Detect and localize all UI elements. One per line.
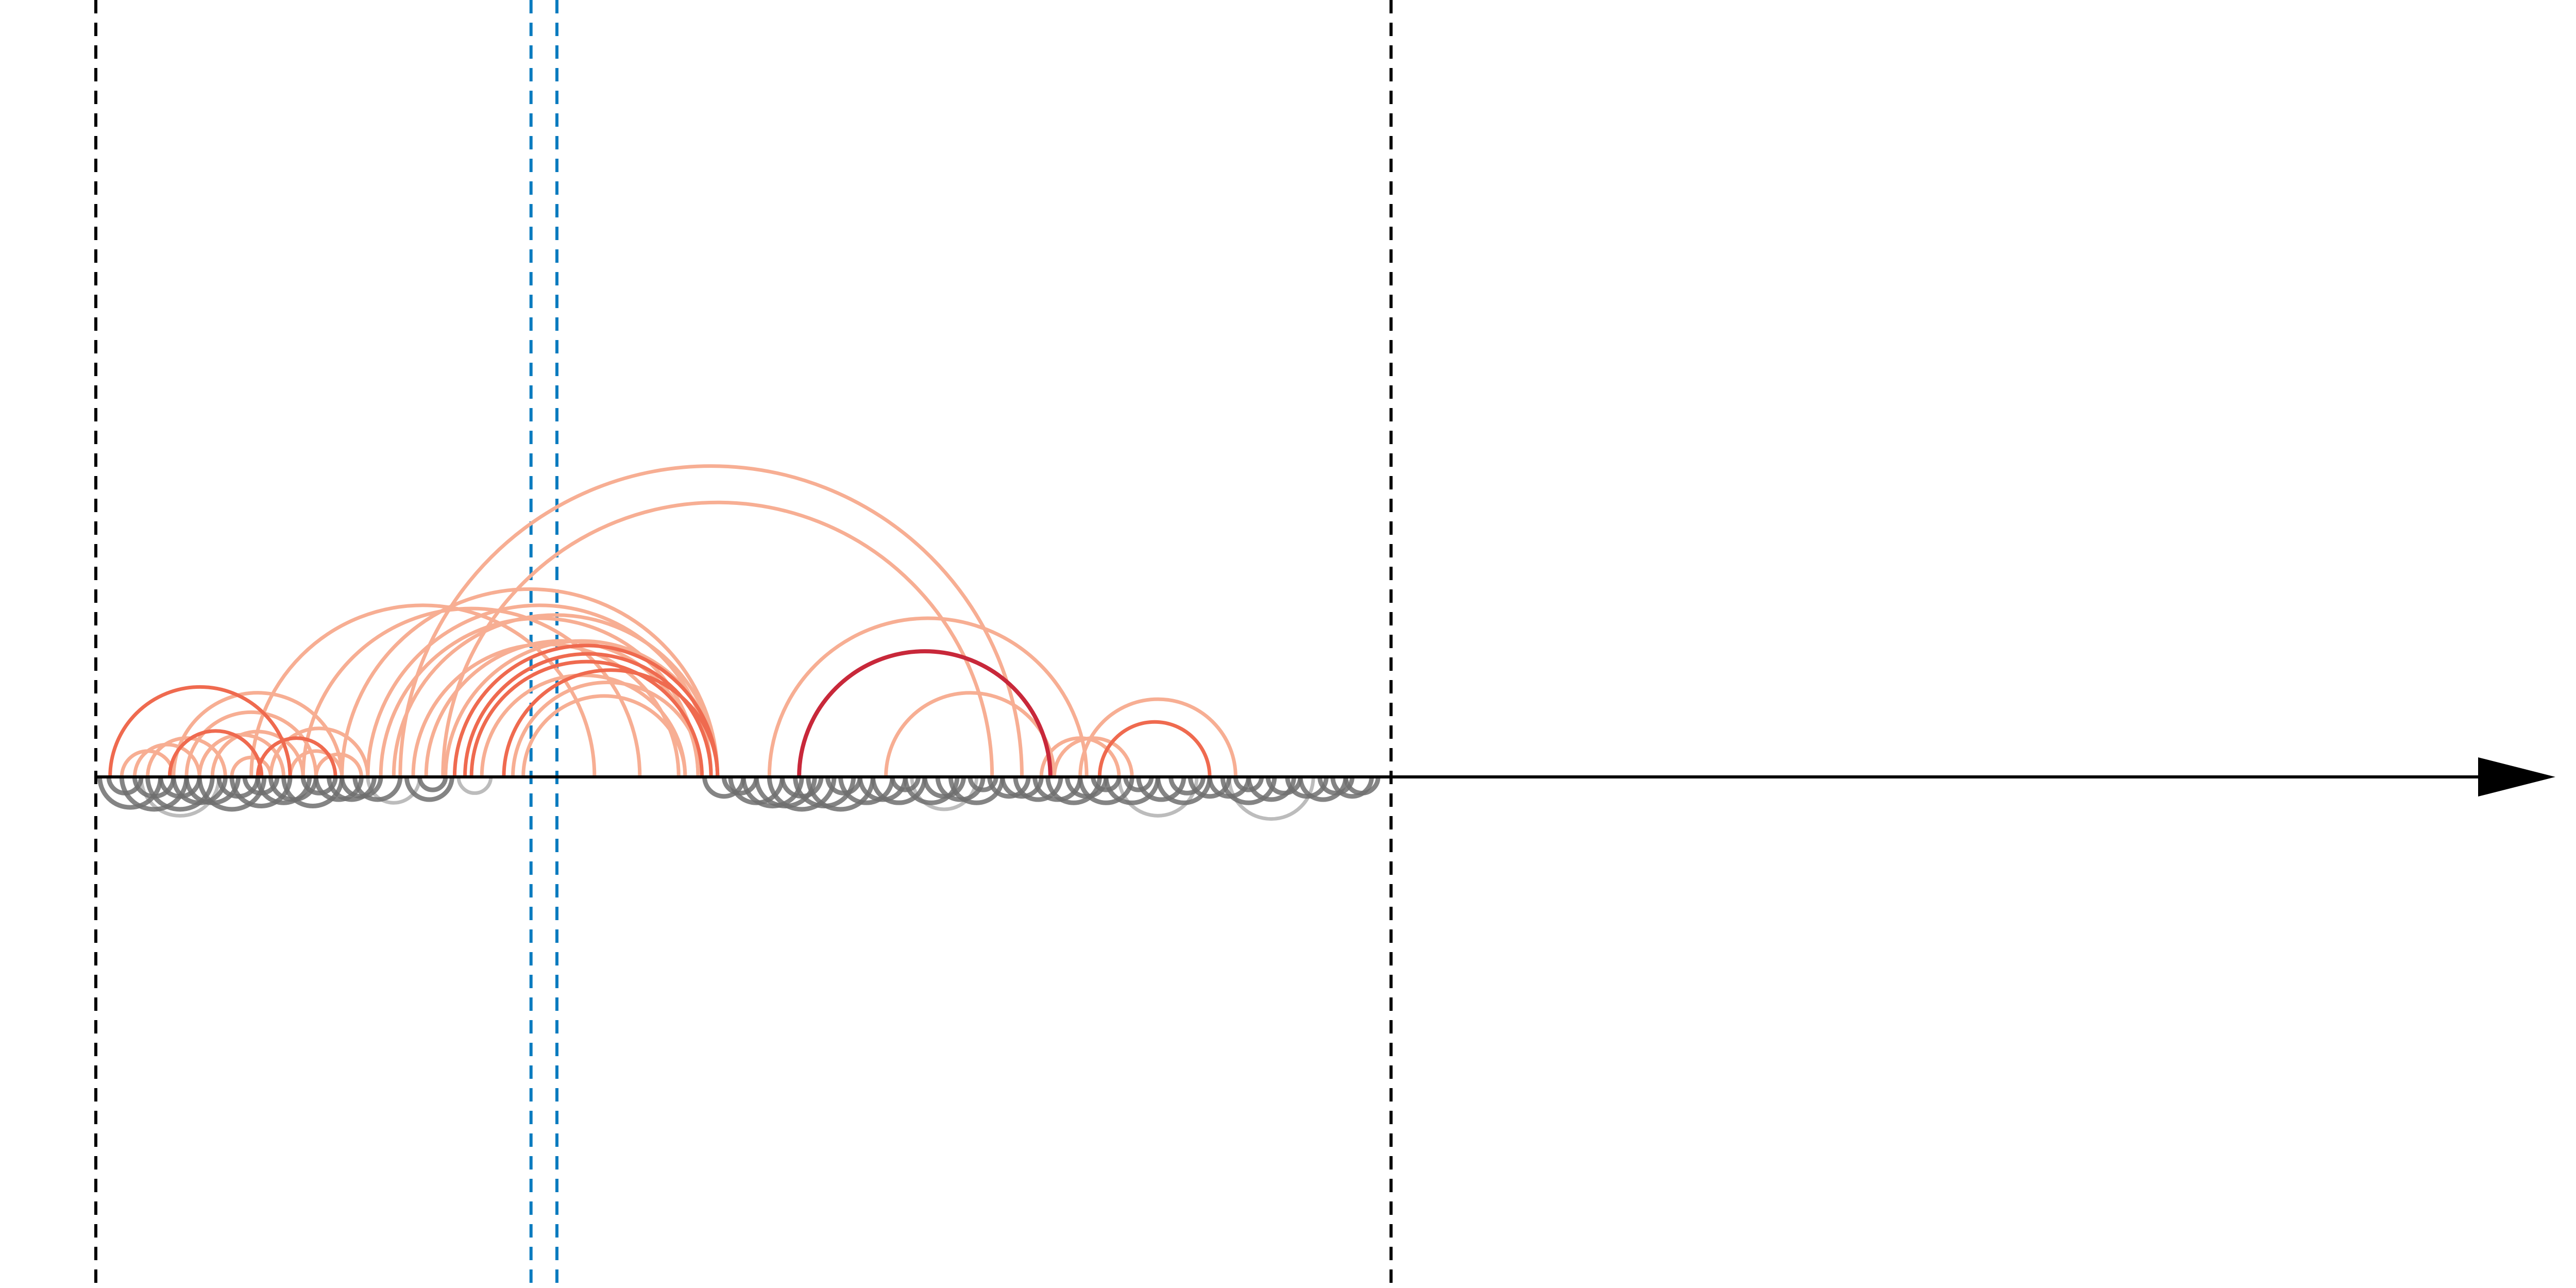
above-arcs (108, 464, 1238, 777)
above-arc-3 (146, 736, 227, 777)
below-arc-15 (300, 776, 338, 795)
above-arc-29 (502, 668, 720, 777)
below-arc-39 (948, 776, 1005, 805)
above-arc-36 (1078, 697, 1238, 777)
below-arc-40 (968, 776, 998, 792)
below-arc-22 (702, 776, 746, 799)
above-arc-25 (452, 643, 720, 777)
above-arc-24 (441, 500, 994, 777)
above-arc-10 (256, 736, 337, 777)
timeline-axis (96, 757, 2555, 796)
above-arc-14 (249, 603, 597, 777)
above-arc-6 (184, 710, 318, 777)
above-arc-33 (767, 616, 1089, 777)
above-arc-12 (268, 726, 370, 777)
below-arc-19 (352, 776, 403, 802)
below-arc-0 (97, 776, 163, 810)
below-arc-34 (870, 776, 927, 805)
above-arc-32 (797, 649, 1053, 777)
above-arc-5 (172, 691, 344, 777)
below-arc-light-0 (456, 776, 493, 795)
below-arc-63 (1330, 776, 1374, 799)
below-arc-17 (327, 776, 377, 802)
below-arc-49 (1104, 776, 1160, 805)
above-arc-30 (511, 681, 704, 777)
below-arc-62 (1317, 776, 1355, 795)
below-arc-35 (890, 776, 921, 792)
below-arc-37 (922, 776, 966, 799)
below-arc-50 (1123, 776, 1154, 792)
below-arc-61 (1298, 776, 1348, 802)
below-arc-27 (767, 776, 837, 812)
below-arc-14 (281, 776, 345, 808)
above-arc-11 (288, 749, 344, 777)
above-arc-0 (108, 685, 292, 777)
below-arc-30 (806, 776, 875, 812)
below-arc-21 (417, 776, 448, 792)
above-arc-19 (392, 613, 720, 777)
below-arc-64 (1343, 776, 1381, 795)
below-arc-59 (1265, 776, 1303, 795)
below-arcs (97, 776, 1381, 821)
above-arc-38 (1052, 736, 1134, 777)
above-arc-35 (1039, 736, 1121, 777)
below-arc-20 (404, 776, 454, 802)
above-arc-31 (521, 694, 687, 777)
axis-arrowhead (2478, 757, 2555, 796)
below-arc-42 (1000, 776, 1044, 799)
below-arc-2 (119, 776, 189, 812)
below-arc-51 (1136, 776, 1187, 802)
below-arc-43 (1013, 776, 1063, 802)
above-arc-1 (167, 729, 264, 777)
below-arc-53 (1168, 776, 1206, 795)
boundary-lines (94, 0, 1393, 1288)
above-arc-26 (463, 652, 713, 777)
above-arc-37 (1097, 720, 1212, 777)
below-arc-54 (1188, 776, 1232, 799)
above-arc-16 (340, 587, 720, 777)
below-arc-41 (987, 776, 1031, 799)
below-arc-48 (1091, 776, 1122, 792)
above-arc-18 (379, 616, 700, 777)
below-arc-4 (145, 776, 215, 812)
below-arc-light-3 (910, 776, 979, 811)
below-arc-32 (838, 776, 895, 805)
below-arc-57 (1233, 776, 1264, 792)
above-arc-27 (469, 660, 704, 777)
above-arc-13 (314, 752, 363, 777)
below-arc-52 (1155, 776, 1212, 805)
below-arc-18 (340, 776, 383, 799)
